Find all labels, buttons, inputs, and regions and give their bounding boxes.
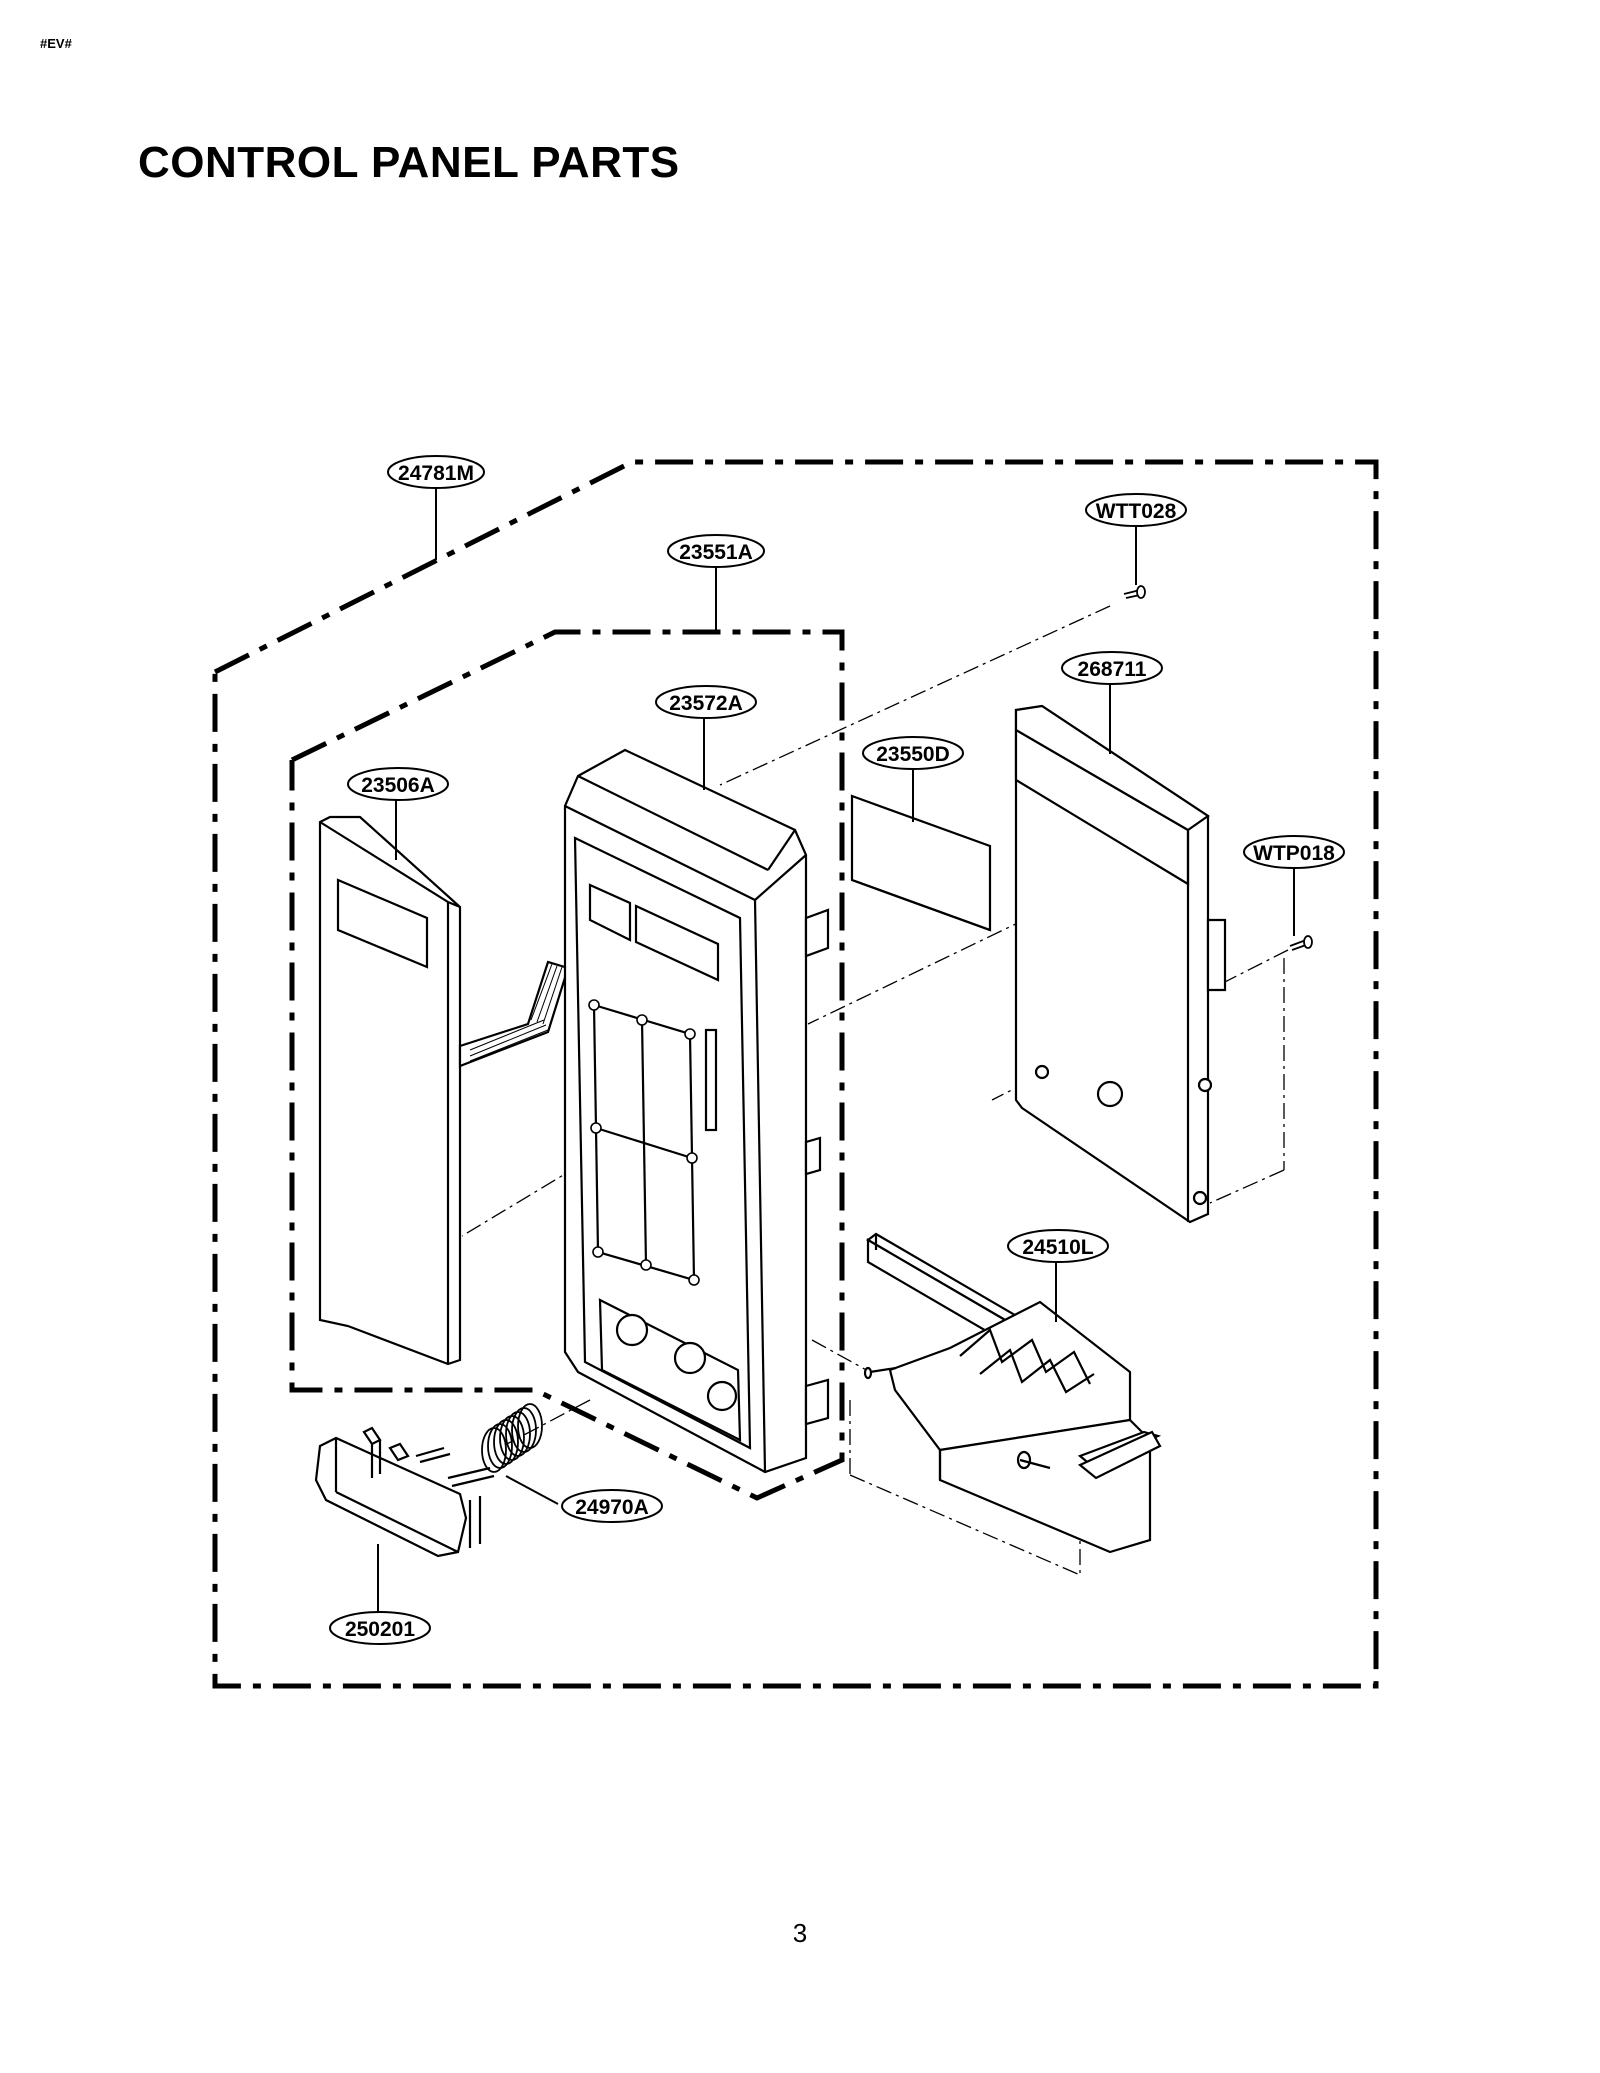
callout-23572A: 23572A bbox=[655, 685, 757, 719]
svg-text:WTT028: WTT028 bbox=[1096, 500, 1177, 523]
screw-WTT028 bbox=[1123, 585, 1146, 599]
part-250201-door-button bbox=[314, 1426, 495, 1558]
callout-268711: 268711 bbox=[1061, 651, 1163, 685]
document-code: #EV# bbox=[40, 36, 72, 51]
callout-WTP018: WTP018 bbox=[1243, 835, 1345, 869]
part-23506A-membrane-keypad bbox=[318, 815, 570, 1366]
svg-text:23551A: 23551A bbox=[679, 541, 753, 564]
callout-WTT028: WTT028 bbox=[1085, 493, 1187, 527]
svg-text:23572A: 23572A bbox=[669, 692, 743, 715]
outer-assembly-boundary bbox=[212, 459, 1379, 1689]
page-title: CONTROL PANEL PARTS bbox=[138, 138, 680, 187]
svg-text:268711: 268711 bbox=[1078, 658, 1147, 681]
callout-24970A: 24970A bbox=[561, 1489, 663, 1523]
svg-text:WTP018: WTP018 bbox=[1253, 842, 1335, 865]
callout-23551A: 23551A bbox=[667, 534, 765, 568]
svg-text:24510L: 24510L bbox=[1022, 1236, 1093, 1259]
callout-24781M: 24781M bbox=[387, 455, 485, 489]
leader-lines bbox=[377, 486, 1295, 1612]
callout-24510L: 24510L bbox=[1007, 1229, 1109, 1263]
part-23572A-panel-frame bbox=[563, 748, 830, 1474]
callout-250201: 250201 bbox=[329, 1611, 431, 1645]
callout-23506A: 23506A bbox=[347, 767, 449, 801]
part-24510L-latch-lever bbox=[863, 1232, 1162, 1554]
svg-text:24970A: 24970A bbox=[575, 1496, 649, 1519]
screw-WTP018 bbox=[1289, 935, 1313, 951]
svg-text:23550D: 23550D bbox=[876, 743, 950, 766]
page-number: 3 bbox=[792, 1918, 808, 1948]
svg-text:250201: 250201 bbox=[345, 1618, 415, 1641]
callout-23550D: 23550D bbox=[862, 736, 964, 770]
part-268711-pcb-assembly bbox=[1014, 704, 1227, 1224]
svg-text:23506A: 23506A bbox=[361, 774, 435, 797]
part-24970A-spring bbox=[481, 1403, 543, 1473]
part-23550D-display-filter bbox=[850, 794, 992, 932]
inner-assembly-boundary bbox=[289, 629, 845, 1501]
svg-text:24781M: 24781M bbox=[398, 462, 474, 485]
